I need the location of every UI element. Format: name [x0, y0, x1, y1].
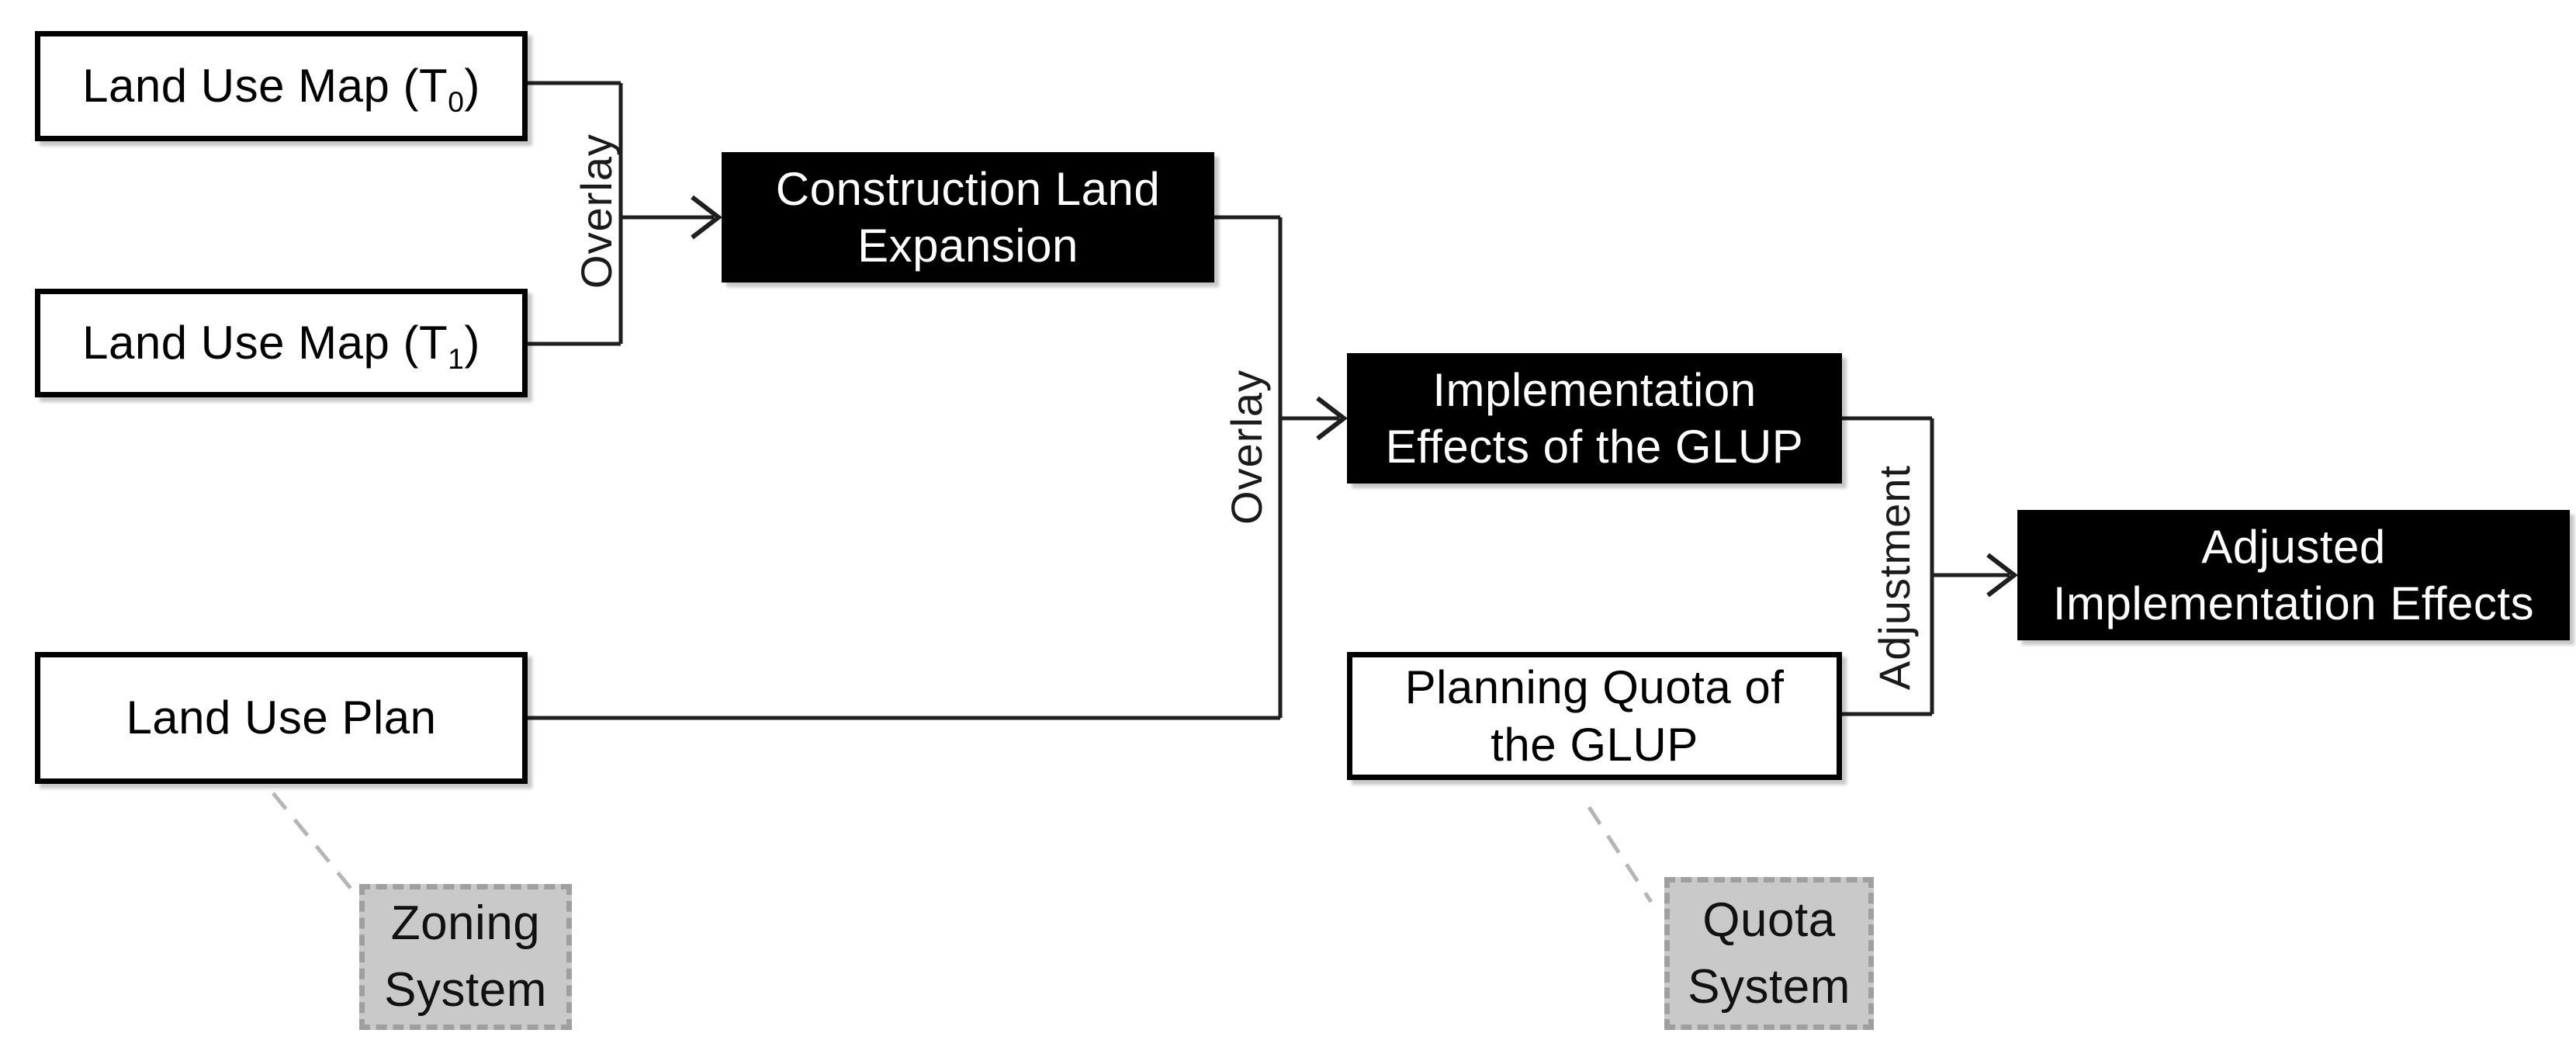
connector-quota-to-quota-system	[1587, 806, 1653, 903]
box-implementation-effects: Implementation Effects of the GLUP	[1347, 353, 1842, 484]
box-land-use-plan-label: Land Use Plan	[126, 692, 437, 744]
tag-zoning-system-line2: System	[384, 963, 547, 1017]
label-text: )	[464, 317, 480, 369]
edge-label-overlay-1: Overlay	[571, 133, 621, 289]
box-construction-label-line1: Construction Land	[775, 162, 1161, 215]
connector-maps-to-construction	[526, 81, 714, 346]
box-land-use-map-t0-label: Land Use Map (T0)	[82, 57, 480, 116]
tag-zoning-system: Zoning System	[359, 884, 572, 1030]
edge-label-overlay-2: Overlay	[1221, 369, 1271, 525]
arrowhead-implementation	[1316, 396, 1348, 441]
box-adjusted-label-line1: Adjusted	[2201, 520, 2386, 573]
tag-quota-system-line1: Quota	[1702, 893, 1836, 947]
box-implementation-label-line1: Implementation	[1432, 363, 1757, 416]
box-implementation-label-line2: Effects of the GLUP	[1385, 421, 1804, 473]
box-planning-quota-label-line1: Planning Quota of	[1404, 661, 1785, 714]
tag-quota-system: Quota System	[1664, 877, 1874, 1030]
box-adjusted-implementation-effects: Adjusted Implementation Effects	[2017, 510, 2570, 640]
connector-implementation-quota-to-adjusted	[1840, 416, 2010, 716]
box-land-use-plan: Land Use Plan	[35, 652, 528, 784]
label-text: )	[464, 60, 480, 113]
connector-construction-plan-to-implementation	[528, 215, 1339, 720]
arrowhead-adjusted	[1986, 553, 2018, 598]
label-text: Land Use Map (T	[82, 60, 448, 113]
box-land-use-map-t0: Land Use Map (T0)	[35, 31, 528, 141]
tag-quota-system-line2: System	[1688, 959, 1851, 1014]
arrowhead-construction	[691, 195, 722, 240]
edge-label-adjustment: Adjustment	[1869, 464, 1919, 691]
tag-zoning-system-line1: Zoning	[390, 896, 541, 951]
box-adjusted-label-line2: Implementation Effects	[2052, 577, 2535, 629]
box-land-use-map-t1: Land Use Map (T1)	[35, 289, 528, 397]
box-planning-quota-label-line2: the GLUP	[1491, 718, 1698, 771]
box-construction-land-expansion: Construction Land Expansion	[722, 152, 1214, 283]
label-subscript: 0	[448, 85, 465, 119]
box-land-use-map-t1-label: Land Use Map (T1)	[82, 314, 480, 373]
box-construction-label-line2: Expansion	[857, 220, 1079, 272]
box-planning-quota: Planning Quota of the GLUP	[1347, 652, 1842, 780]
label-text: Land Use Map (T	[82, 317, 448, 369]
label-subscript: 1	[448, 342, 465, 376]
connector-plan-to-zoning-system	[272, 792, 357, 896]
